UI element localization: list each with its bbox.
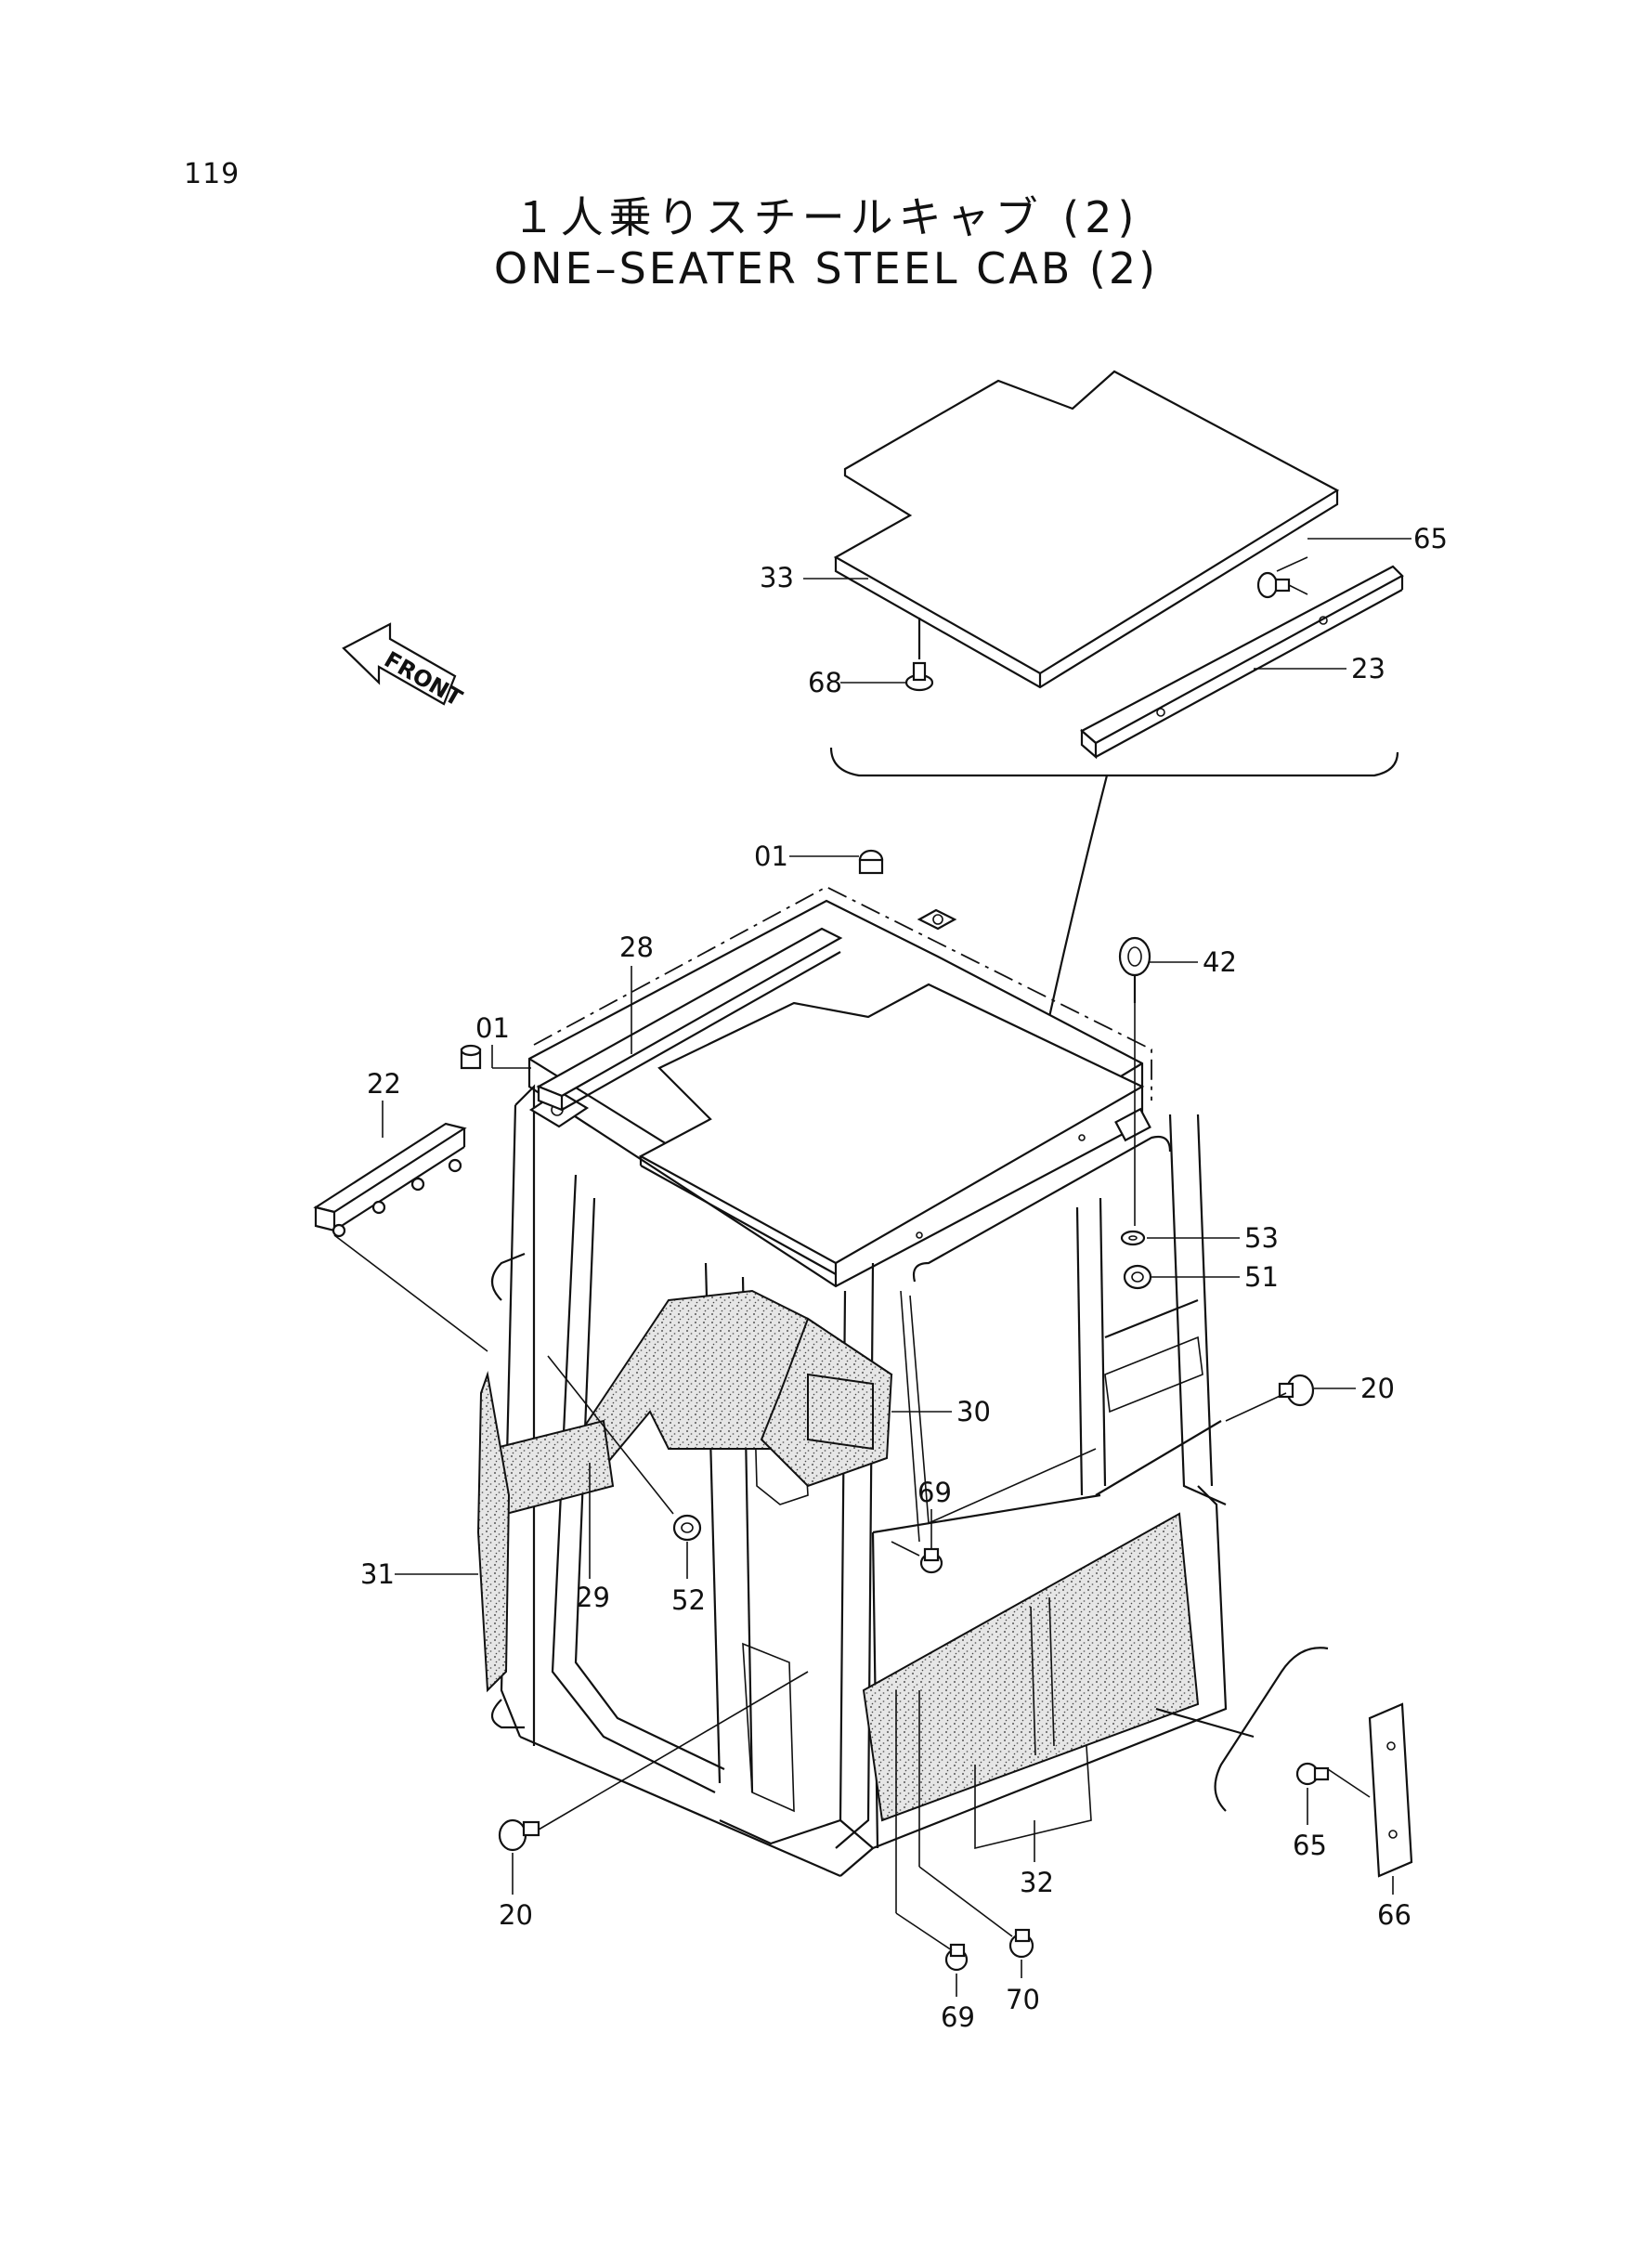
callout-28: 28	[619, 932, 654, 963]
page-number: 119	[184, 158, 241, 190]
callout-51: 51	[1244, 1261, 1279, 1293]
cab-roof-panel	[638, 983, 1145, 1275]
callout-32: 32	[1020, 1867, 1054, 1898]
callout-69-mid: 69	[917, 1477, 952, 1508]
insulation-30	[555, 1289, 893, 1488]
callout-69-bottom: 69	[941, 2001, 975, 2033]
callout-33: 33	[760, 562, 794, 593]
callout-53: 53	[1244, 1222, 1279, 1254]
callout-31: 31	[360, 1558, 395, 1590]
callout-20-right: 20	[1360, 1373, 1395, 1404]
handrail-22	[313, 1122, 467, 1238]
bolt-70	[1008, 1928, 1034, 1959]
insulation-32	[862, 1512, 1200, 1850]
callout-66: 66	[1377, 1899, 1411, 1931]
callout-20-left: 20	[499, 1899, 533, 1931]
callout-23: 23	[1351, 653, 1385, 684]
bolt-20-right	[1278, 1374, 1315, 1407]
bolt-65-bottom	[1295, 1762, 1330, 1786]
rail-23	[1080, 565, 1404, 760]
title-english: ONE–SEATER STEEL CAB (2)	[493, 243, 1159, 293]
cap-01-top	[858, 849, 884, 875]
callout-01-top: 01	[754, 840, 788, 872]
callout-68: 68	[808, 667, 842, 698]
bolt-69-mid	[919, 1547, 943, 1574]
eyebolt-42	[1118, 936, 1151, 1003]
nut-51	[1123, 1264, 1152, 1290]
callout-52: 52	[671, 1584, 706, 1616]
clip-68	[904, 618, 934, 692]
callout-22: 22	[367, 1068, 401, 1100]
roof-strip-28	[536, 927, 843, 1112]
callout-65-top: 65	[1413, 523, 1448, 554]
roof-mat-33	[833, 370, 1340, 689]
insulation-29	[490, 1419, 615, 1516]
nut-52	[672, 1514, 702, 1542]
cap-01-left	[460, 1044, 482, 1070]
washer-53	[1120, 1230, 1146, 1246]
seal-31	[476, 1252, 526, 1729]
front-arrow-icon: FRONT	[342, 622, 467, 711]
bolt-65-top	[1256, 571, 1308, 599]
bolt-20-left	[498, 1818, 540, 1852]
title-japanese: １人乗りスチールキャブ (2)	[512, 192, 1140, 242]
callout-30: 30	[956, 1396, 991, 1427]
callout-29: 29	[576, 1582, 610, 1613]
leader-lines	[333, 538, 1411, 1997]
callout-70: 70	[1006, 1984, 1040, 2015]
plate-66	[1368, 1702, 1413, 1878]
callout-65-bottom: 65	[1293, 1830, 1327, 1861]
callout-01-left: 01	[475, 1012, 510, 1044]
callout-42: 42	[1203, 946, 1237, 978]
bolt-69-bottom	[944, 1943, 969, 1972]
